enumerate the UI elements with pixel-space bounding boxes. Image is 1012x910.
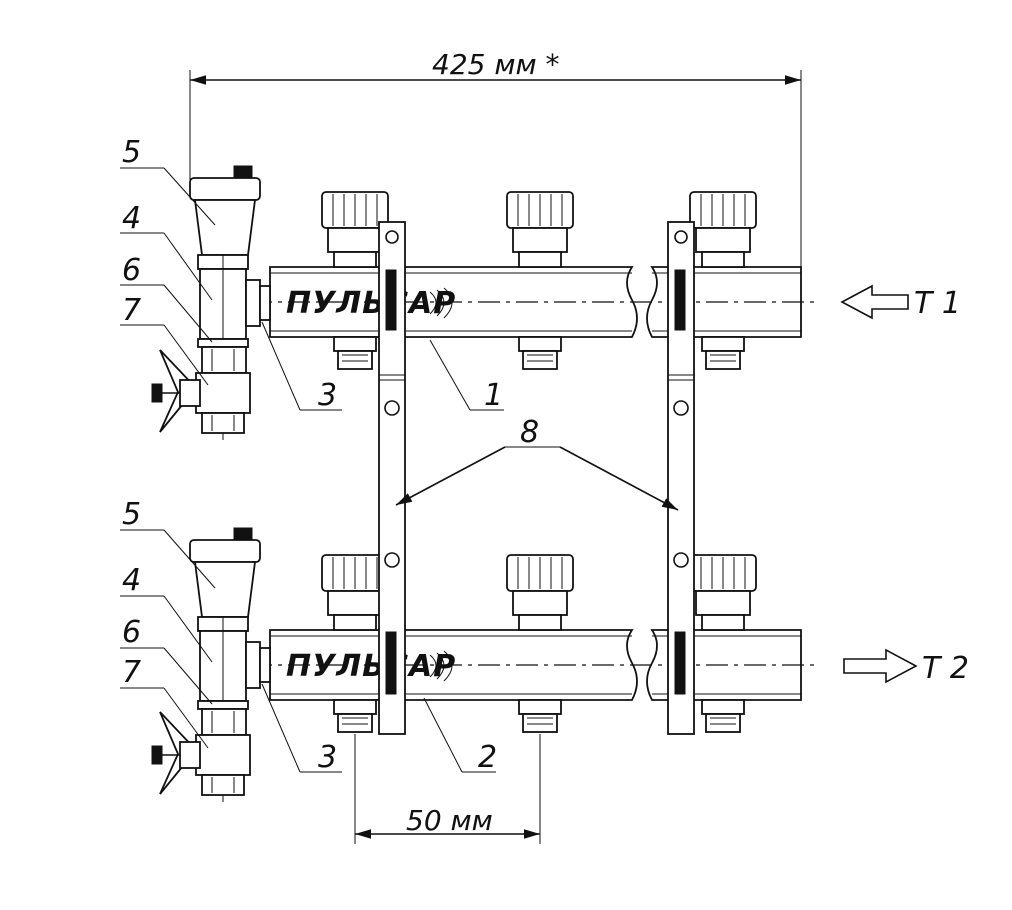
callout-adapter: 3 <box>318 378 337 413</box>
callout-drain-valve: 7 <box>122 293 141 328</box>
callout-tee: 4 <box>122 563 141 598</box>
return-manifold: ПУЛЬСАР <box>250 629 820 701</box>
callout-bracket: 8 <box>520 415 539 450</box>
return-outlet-valve <box>321 554 389 733</box>
callout-leaders-bottom <box>120 529 496 773</box>
supply-end-assembly <box>151 165 271 440</box>
callout-air-vent: 5 <box>122 135 141 170</box>
return-outlet-valve <box>506 554 574 733</box>
mounting-bracket <box>378 221 406 735</box>
callout-leaders-bracket <box>395 446 679 511</box>
callout-leaders-top <box>120 167 504 411</box>
supply-manifold: ПУЛЬСАР <box>250 266 820 338</box>
supply-flow-label: T 1 <box>914 286 961 321</box>
return-flow-arrow <box>843 648 918 684</box>
supply-outlet-valve <box>506 191 574 370</box>
supply-flow-arrow <box>840 284 909 320</box>
callout-gasket: 6 <box>122 253 141 288</box>
callout-air-vent: 5 <box>122 497 141 532</box>
overall-dimension: 425 мм * <box>189 48 802 270</box>
callout-supply-manifold: 1 <box>484 378 503 413</box>
callout-drain-valve: 7 <box>122 655 141 690</box>
callout-gasket: 6 <box>122 615 141 650</box>
supply-outlet-valve <box>689 191 757 370</box>
callout-return-manifold: 2 <box>478 740 497 775</box>
spacing-label: 50 мм <box>406 804 493 837</box>
return-end-assembly <box>151 527 271 802</box>
return-outlet-valve <box>689 554 757 733</box>
callout-tee: 4 <box>122 201 141 236</box>
return-flow-label: T 2 <box>922 651 969 686</box>
brand-logo: ПУЛЬСАР <box>286 649 456 684</box>
mounting-bracket <box>667 221 695 735</box>
spacing-dimension <box>354 734 541 844</box>
supply-outlet-valve <box>321 191 389 370</box>
callout-adapter: 3 <box>318 740 337 775</box>
brand-logo: ПУЛЬСАР <box>286 286 456 321</box>
overall-width-label: 425 мм * <box>432 48 560 81</box>
